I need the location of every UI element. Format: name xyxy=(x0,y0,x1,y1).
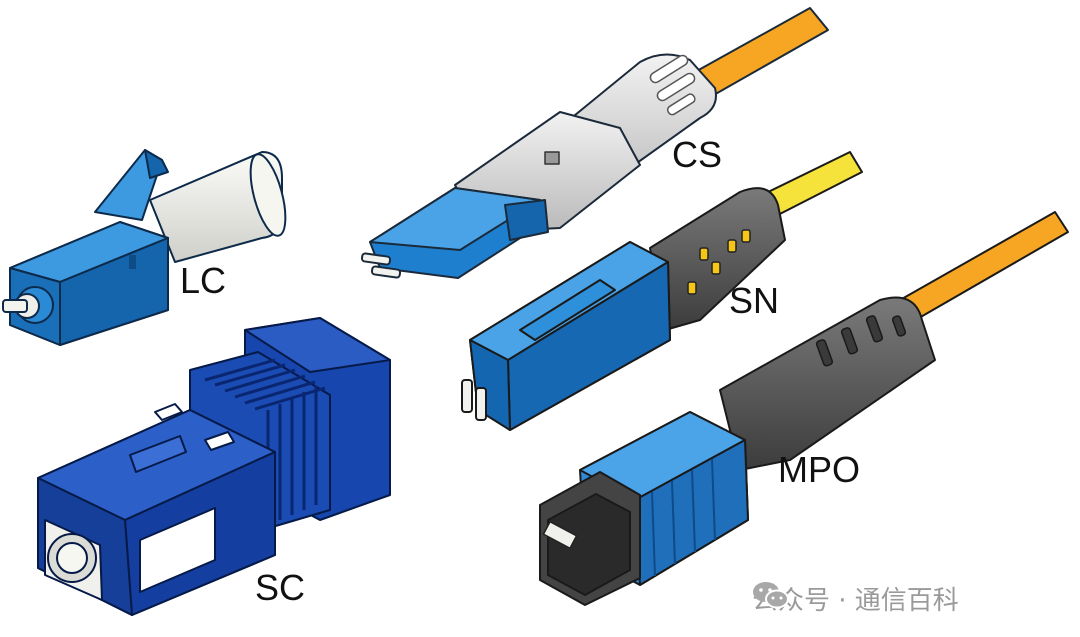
cs-label: CS xyxy=(672,134,723,175)
wechat-icon xyxy=(753,582,789,609)
watermark: 公众号 · 通信百科 xyxy=(752,580,959,617)
mpo-label: MPO xyxy=(778,449,861,490)
lc-connector xyxy=(2,149,287,346)
lc-label: LC xyxy=(180,260,227,301)
sc-connector xyxy=(37,317,391,616)
mpo-connector xyxy=(539,211,1069,606)
cs-connector xyxy=(360,7,829,279)
sn-label: SN xyxy=(729,280,780,321)
sn-connector xyxy=(461,151,863,431)
sc-label: SC xyxy=(255,567,306,608)
